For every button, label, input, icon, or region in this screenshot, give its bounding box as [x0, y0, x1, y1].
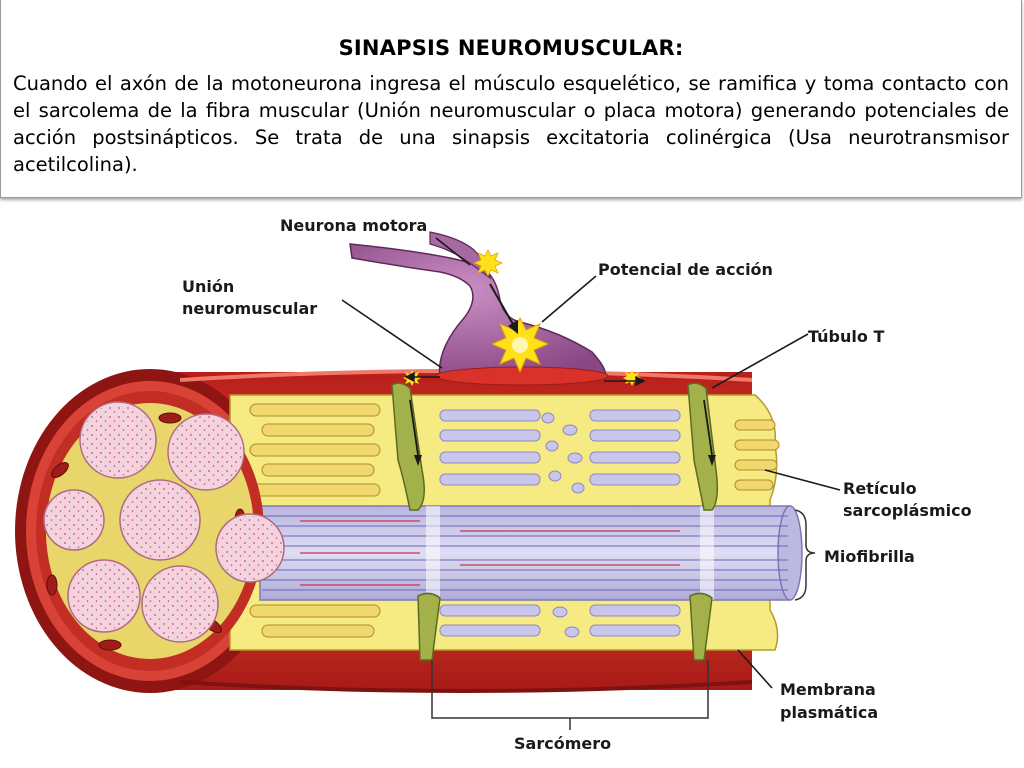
- t-tubule: [391, 382, 719, 661]
- label-nmj-line1: Unión: [182, 277, 234, 296]
- cross-section: [36, 391, 285, 671]
- label-motor-neuron: Neurona motora: [280, 216, 427, 235]
- diagram-labels: Neurona motora Potencial de acción Unión…: [182, 216, 972, 753]
- slide-description: Cuando el axón de la motoneurona ingresa…: [13, 72, 1009, 176]
- label-t-tubule: Túbulo T: [808, 327, 884, 346]
- label-action-potential: Potencial de acción: [598, 260, 773, 279]
- label-membrane-line2: plasmática: [780, 703, 878, 722]
- sarcomere-bracket: [431, 660, 709, 730]
- label-nmj-line2: neuromuscular: [182, 299, 317, 318]
- myofibril-bracket: [794, 509, 816, 601]
- label-sr-line1: Retículo: [843, 479, 917, 498]
- label-sr-line2: sarcoplásmico: [843, 501, 972, 520]
- label-myofibril: Miofibrilla: [824, 547, 915, 566]
- myofibril: [259, 505, 803, 601]
- neuromuscular-junction-diagram: Neurona motora Potencial de acción Unión…: [15, 216, 972, 753]
- label-membrane-line1: Membrana: [780, 680, 876, 699]
- slide-title: SINAPSIS NEUROMUSCULAR:: [338, 36, 684, 60]
- text-box: SINAPSIS NEUROMUSCULAR: Cuando el axón d…: [0, 0, 1022, 198]
- label-sarcomere: Sarcómero: [514, 734, 611, 753]
